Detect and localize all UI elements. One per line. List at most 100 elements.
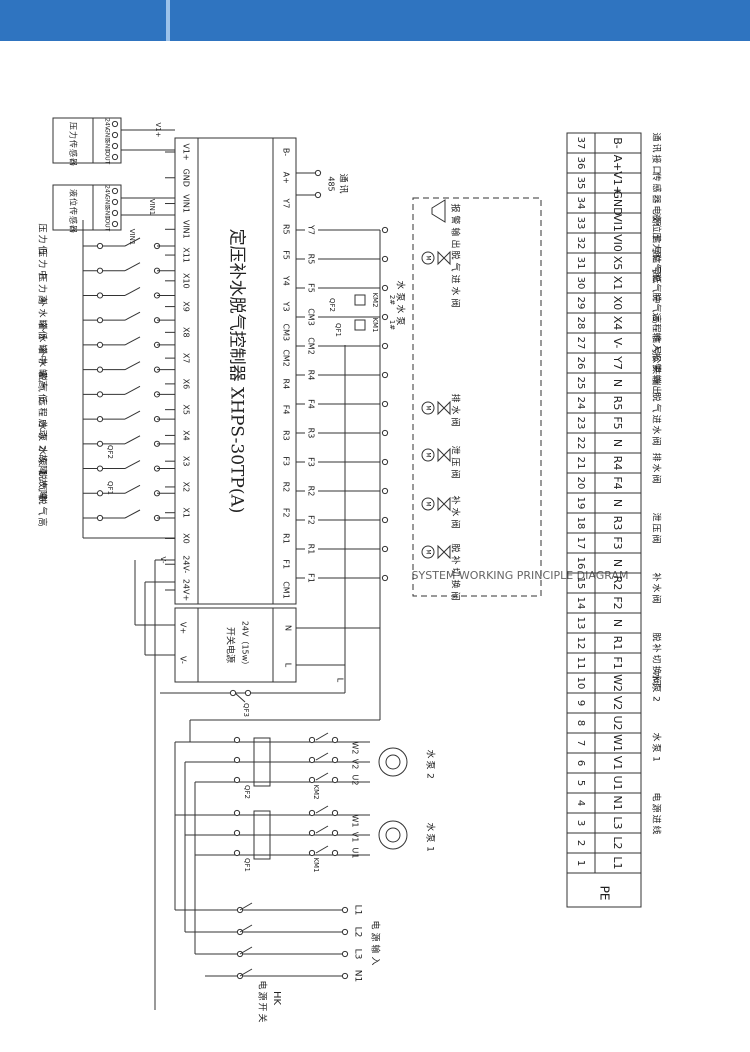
controller-pin-left: 24V- bbox=[182, 555, 191, 573]
pump-qf-label: QF1 bbox=[243, 858, 251, 872]
sensor-label-x2: 1 bbox=[37, 470, 47, 476]
controller-pin-right: CM1 bbox=[282, 581, 291, 599]
terminal-group-label: 入 bbox=[651, 343, 662, 352]
switch-contact bbox=[124, 336, 141, 346]
valve-motor-letter: M bbox=[425, 549, 432, 554]
km-contact bbox=[315, 825, 329, 834]
terminal-signal: V- bbox=[611, 338, 624, 349]
rs485-port-label: 485 bbox=[327, 176, 336, 191]
terminal-group-label: 气 bbox=[651, 283, 663, 292]
km-contact bbox=[315, 752, 329, 761]
terminal-number: 18 bbox=[575, 517, 586, 530]
header-stripe bbox=[166, 0, 170, 41]
qf2-relay-label: QF2 bbox=[328, 298, 336, 312]
terminal-group-label: 讯 bbox=[651, 143, 662, 152]
hk-label: HK bbox=[271, 991, 282, 1006]
terminal-point bbox=[96, 267, 104, 274]
controller-pin-left: X11 bbox=[181, 247, 190, 263]
controller-pin-inner: F2 bbox=[307, 515, 316, 525]
terminal-group-label: 高 bbox=[651, 314, 663, 323]
km2-relay-label: KM2 bbox=[371, 292, 379, 307]
qf3-label: QF3 bbox=[242, 703, 250, 717]
sensor-label-x5: 低 bbox=[37, 394, 49, 403]
sensor-label-x1: 中 bbox=[37, 493, 49, 502]
terminal-group-label: 公 bbox=[651, 354, 662, 363]
terminal-group-label: 器 bbox=[651, 194, 662, 203]
terminal-group-label: 换 bbox=[651, 665, 663, 674]
switch-contact bbox=[124, 484, 141, 494]
terminal-group-label: 液 bbox=[651, 212, 663, 221]
terminal-group-label: 阀 bbox=[651, 676, 662, 685]
sensor-label-x5: 脱 bbox=[37, 372, 49, 381]
terminal-group-label: 阀 bbox=[651, 474, 662, 483]
sensor-label-x3: 2 bbox=[37, 445, 47, 451]
hk-contact bbox=[239, 946, 253, 955]
controller-pin-left: X0 bbox=[182, 533, 191, 544]
valve-body-icon bbox=[437, 250, 451, 266]
mains-switch-label: 电 bbox=[257, 980, 269, 989]
terminal-signal: F2 bbox=[611, 596, 624, 609]
pump2-motor bbox=[378, 747, 408, 777]
vin-label: VIN1 bbox=[128, 229, 136, 246]
pump-km-label: KM2 bbox=[312, 784, 320, 799]
sensor-label-x0: 气 bbox=[37, 506, 49, 515]
km-contact bbox=[315, 732, 329, 741]
controller-pin-left: X9 bbox=[182, 301, 191, 312]
transmitter-pin: GND bbox=[104, 128, 111, 142]
terminal-signal: Y7 bbox=[611, 355, 624, 370]
terminal-point bbox=[341, 972, 349, 980]
terminal-signal: U1 bbox=[611, 775, 624, 790]
terminal-signal: L2 bbox=[611, 836, 624, 849]
terminal-group-label: 口 bbox=[651, 165, 661, 174]
valve-motor-letter: M bbox=[425, 405, 432, 410]
terminal-signal: N bbox=[611, 499, 624, 507]
transmitter-label: 位 bbox=[69, 198, 79, 206]
terminal-signal: N bbox=[611, 379, 624, 387]
transmitter-pin: 24V bbox=[104, 118, 111, 131]
switch-contact bbox=[124, 237, 141, 247]
transmitter-pin: IOUT bbox=[104, 217, 111, 232]
qf2-label: QF2 bbox=[106, 445, 114, 459]
terminal-point bbox=[341, 906, 349, 914]
pump-qf-label: QF2 bbox=[243, 785, 251, 799]
output-label: 补 bbox=[450, 555, 462, 564]
controller-pin-right: F4 bbox=[282, 405, 291, 415]
terminal-group-label: 号 bbox=[651, 245, 662, 254]
sensor-label-x4: 启 bbox=[37, 419, 49, 428]
sensor-label-x7: 罐 bbox=[37, 344, 49, 353]
terminal-signal: W2 bbox=[611, 674, 624, 692]
pe-label: PE bbox=[598, 886, 612, 901]
psu-box bbox=[174, 607, 297, 683]
terminal-point bbox=[331, 756, 339, 764]
terminal-point bbox=[381, 284, 389, 292]
output-label: 阀 bbox=[450, 417, 461, 426]
watermark: SYSTEM WORKING PRINCIPLE DIAGRAM bbox=[412, 569, 629, 582]
terminal-number: 7 bbox=[575, 740, 586, 746]
sensor-label-x10: 力 bbox=[37, 259, 49, 268]
controller-pin-right: B- bbox=[282, 148, 291, 156]
output-label: 输 bbox=[450, 227, 462, 236]
psu-spec: 24V（15w） bbox=[241, 621, 250, 669]
terminal-number: 9 bbox=[575, 700, 586, 706]
terminal-signal: R1 bbox=[611, 636, 624, 651]
controller-pin-inner: R5 bbox=[307, 254, 316, 265]
terminal-number: 16 bbox=[575, 557, 586, 570]
km1-relay-label: KM1 bbox=[371, 317, 379, 332]
controller-pin-left: V1+ bbox=[182, 143, 191, 160]
terminal-group-label: 警 bbox=[651, 363, 663, 372]
terminal-signal: N bbox=[611, 559, 624, 567]
terminal-point bbox=[96, 514, 104, 522]
sensor-label-x0: 脱 bbox=[37, 495, 49, 504]
output-label: 换 bbox=[450, 579, 462, 588]
switch-contact bbox=[124, 262, 141, 272]
terminal-point bbox=[111, 142, 119, 150]
controller-pin-left: X10 bbox=[182, 273, 191, 289]
level-transmitter-box bbox=[52, 184, 122, 231]
terminal-point bbox=[381, 516, 389, 524]
valve-motor-letter: M bbox=[425, 501, 432, 506]
terminal-signal: F5 bbox=[611, 416, 624, 429]
pump-name-label: 2 bbox=[425, 773, 435, 779]
pump-terminal-label: W1 bbox=[351, 815, 360, 828]
controller-pin-right: CM2 bbox=[282, 349, 291, 367]
transmitter-label: 液 bbox=[69, 189, 79, 197]
